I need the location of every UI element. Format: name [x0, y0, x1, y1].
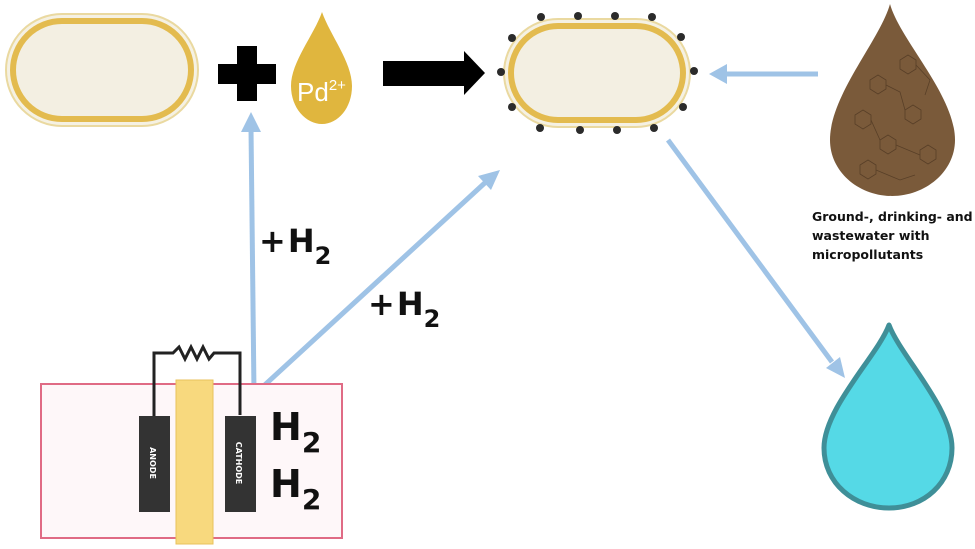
h2-arrow-to-cell — [254, 178, 490, 395]
plus-h2-label-vertical: +H2 — [259, 222, 331, 270]
cathode-electrode — [225, 416, 256, 512]
anode-label: ANODE — [148, 447, 157, 479]
pd-ion-drop: Pd2+ — [291, 12, 352, 124]
electrochemical-reactor: ANODE CATHODE H2 H2 — [40, 343, 343, 545]
h2-label-top: H2 — [270, 405, 321, 459]
polluted-water-caption: Ground-, drinking- and wastewater with m… — [812, 209, 973, 262]
cathode-label: CATHODE — [234, 442, 243, 485]
membrane — [175, 379, 214, 545]
clean-water-drop — [821, 322, 955, 511]
pd-ion-label: Pd2+ — [297, 77, 346, 107]
plus-h2-label-diagonal: +H2 — [368, 285, 440, 333]
plus-icon — [218, 46, 276, 101]
micropollutant-structures-icon — [854, 54, 937, 181]
h2-arrow-to-pd — [248, 127, 257, 394]
reaction-arrow — [383, 51, 485, 95]
clean-water-arrow — [665, 138, 835, 364]
anode-electrode — [139, 416, 170, 512]
h2-label-bottom: H2 — [270, 462, 321, 516]
resistor-wire — [152, 343, 242, 419]
flow-arrows — [241, 64, 845, 395]
pd-nanoparticles — [497, 12, 698, 134]
bio-pd-cell — [503, 18, 691, 128]
bacterial-cell — [5, 13, 199, 127]
polluted-water-drop — [830, 4, 955, 196]
